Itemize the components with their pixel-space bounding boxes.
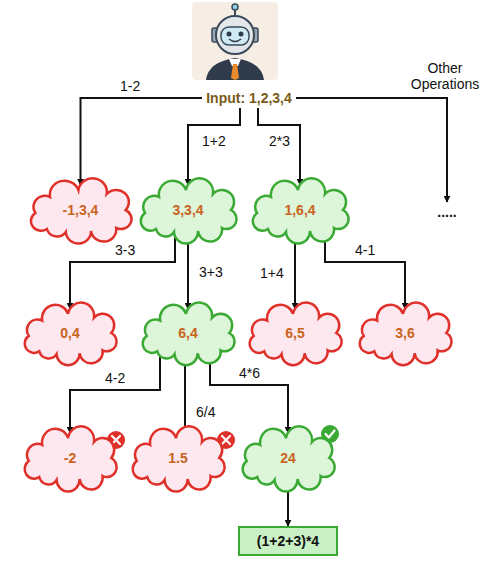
cloud-path [31,178,132,243]
success-check [326,431,335,438]
dead-end-cloud: 0,4 [22,309,118,357]
operation-label: 4*6 [237,365,262,381]
operation-label: 1+4 [258,265,286,281]
operation-arrow [188,108,240,185]
node-text: 3,6 [395,325,414,342]
operation-arrow [210,357,288,433]
node-text: Input: 1,2,3,4 [206,90,292,107]
operation-label: 3+3 [197,264,225,280]
node-text: 6,5 [285,325,304,342]
operation-label: Other Operations [398,60,492,92]
dead-end-cloud: -1,3,4 [28,185,133,235]
more-ellipsis: ..... [435,202,459,222]
operation-label: 1+2 [200,133,228,149]
dead-end-cloud: 6,5 [247,309,343,357]
node-text: 3,3,4 [172,202,203,219]
node-text: (1+2+3)*4 [257,533,319,550]
operation-arrow [184,357,186,433]
cloud-path [133,426,225,491]
cloud-path [143,303,235,366]
dead-end-cloud: 1.5 [130,433,226,483]
robot-avatar [192,2,278,80]
node-text: -2 [64,450,76,467]
node-text: ..... [437,204,456,221]
operation-label: 1-2 [118,78,142,94]
operation-label: 2*3 [267,133,292,149]
robot-eye [227,32,232,37]
operation-arrow [70,235,175,309]
valid-state-cloud: 24 [240,433,336,483]
dead-end-cloud: 3,6 [357,309,453,357]
operation-label: 4-2 [103,370,127,386]
cloud-path [250,303,342,366]
avatar-ground [192,2,278,80]
operation-arrow [325,235,405,309]
antenna-tip [232,4,238,10]
fail-cross [222,436,230,444]
cloud-path [25,426,117,491]
robot-eye [239,32,244,37]
operation-label: 6/4 [194,404,217,420]
operation-arrow [294,235,296,309]
cloud-path [253,178,349,243]
robot-suit [206,58,264,80]
operation-arrow [187,235,189,309]
robot-head [216,16,254,54]
operation-label: 3-3 [113,242,137,258]
node-text: 6,4 [178,325,197,342]
input-label: Input: 1,2,3,4 [204,88,294,108]
cloud-path [141,178,237,243]
node-text: 1.5 [168,450,187,467]
operation-arrow [81,98,203,185]
valid-state-cloud: 6,4 [140,309,236,357]
cloud-path [243,426,335,491]
node-text: 24 [280,450,296,467]
operation-arrow [258,108,300,185]
operation-label: 4-1 [353,242,377,258]
robot-tie [231,64,239,80]
robot-visor [221,27,249,45]
node-text: 0,4 [60,325,79,342]
node-text: -1,3,4 [63,202,99,219]
robot-smile [229,39,241,42]
valid-state-cloud: 1,6,4 [250,185,350,235]
cloud-path [25,303,117,366]
node-text: 1,6,4 [284,202,315,219]
operation-arrow [70,357,160,433]
valid-state-cloud: 3,3,4 [138,185,238,235]
cloud-path [360,303,452,366]
result-box: (1+2+3)*4 [238,526,338,556]
dead-end-cloud: -2 [22,433,118,483]
